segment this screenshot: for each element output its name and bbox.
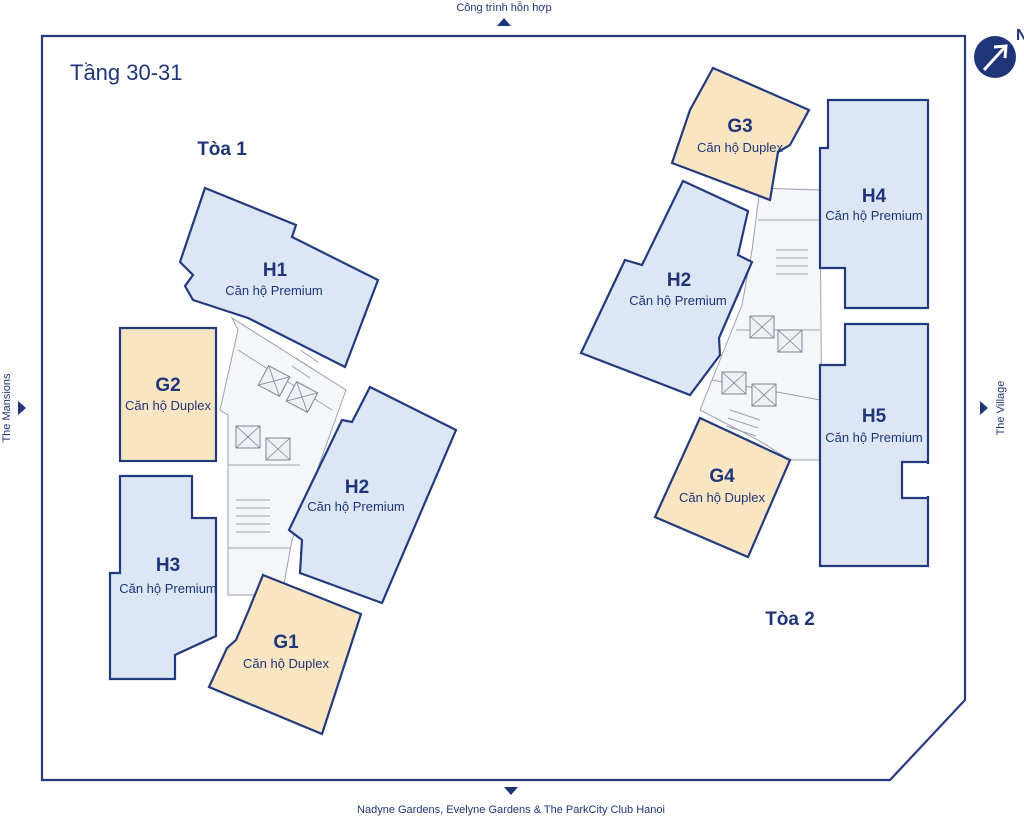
unit-type: Căn hộ Premium xyxy=(825,208,923,223)
unit-type: Căn hộ Duplex xyxy=(679,490,765,505)
unit-code: H2 xyxy=(667,270,691,291)
floor-label: Tầng 30-31 xyxy=(70,60,183,85)
unit-type: Căn hộ Premium xyxy=(119,581,217,596)
unit-code: H3 xyxy=(156,555,180,576)
unit-t2-g4[interactable]: G4 Căn hộ Duplex xyxy=(653,416,792,559)
site-boundary xyxy=(40,34,967,782)
unit-type: Căn hộ Premium xyxy=(629,293,727,308)
tower-2-label: Tòa 2 xyxy=(765,609,815,630)
unit-type: Căn hộ Premium xyxy=(307,499,405,514)
unit-type: Căn hộ Premium xyxy=(825,430,923,445)
tower-1-label: Tòa 1 xyxy=(197,139,247,160)
east-arrow-marker xyxy=(980,401,988,415)
unit-type: Căn hộ Duplex xyxy=(125,398,211,413)
unit-code: G4 xyxy=(709,466,735,487)
unit-t1-g2[interactable]: G2 Căn hộ Duplex xyxy=(118,326,218,463)
south-arrow-marker xyxy=(504,787,518,795)
unit-t2-h5[interactable]: H5 Căn hộ Premium xyxy=(818,322,930,568)
west-neighbor-label: The Mansions xyxy=(1,373,13,443)
unit-t1-h2[interactable]: H2 Căn hộ Premium xyxy=(287,385,458,605)
south-neighbor-label: Nadyne Gardens, Evelyne Gardens & The Pa… xyxy=(357,804,665,816)
unit-type: Căn hộ Premium xyxy=(225,283,323,298)
north-neighbor-label: Công trình hỗn hợp xyxy=(456,1,551,14)
unit-code: G2 xyxy=(155,375,180,396)
east-neighbor-label: The Village xyxy=(995,381,1007,436)
unit-code: H1 xyxy=(263,260,288,281)
unit-code: G1 xyxy=(273,632,299,653)
unit-t1-h1[interactable]: H1 Căn hộ Premium xyxy=(178,186,380,369)
unit-t2-g3[interactable]: G3 Căn hộ Duplex xyxy=(670,66,811,202)
unit-t2-h5-notch xyxy=(900,460,930,500)
north-arrow-icon: N xyxy=(974,27,1024,78)
west-arrow-marker xyxy=(18,401,26,415)
unit-t2-h4[interactable]: H4 Căn hộ Premium xyxy=(818,98,930,310)
tower-2-core xyxy=(699,187,823,461)
unit-t1-h3[interactable]: H3 Căn hộ Premium xyxy=(108,474,218,681)
unit-type: Căn hộ Duplex xyxy=(243,656,329,671)
unit-t1-g1[interactable]: G1 Căn hộ Duplex xyxy=(207,573,363,736)
north-arrow-marker xyxy=(497,18,511,26)
compass-label: N xyxy=(1016,27,1024,44)
unit-code: H2 xyxy=(345,477,369,498)
unit-code: G3 xyxy=(727,116,752,137)
unit-type: Căn hộ Duplex xyxy=(697,140,783,155)
tower-1-core xyxy=(219,316,347,596)
unit-t2-h2[interactable]: H2 Căn hộ Premium xyxy=(579,179,754,397)
unit-code: H4 xyxy=(862,186,887,207)
unit-code: H5 xyxy=(862,406,887,427)
